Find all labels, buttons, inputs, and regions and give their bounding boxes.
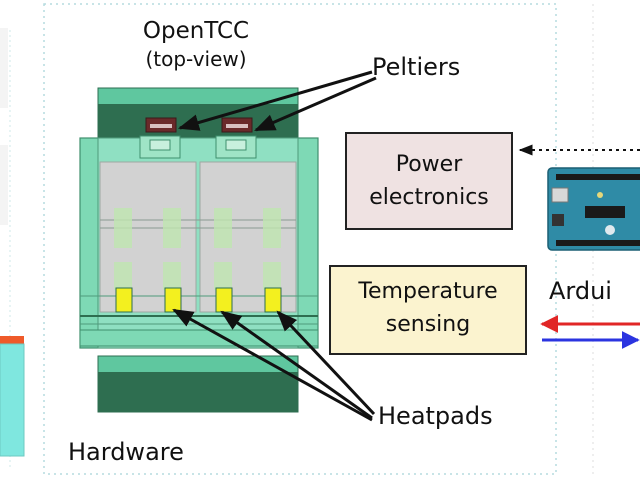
peltiers-label: Peltiers <box>372 53 460 81</box>
device-top-view <box>79 87 319 413</box>
device-title: OpenTCC <box>143 18 249 44</box>
temp-box-line2: sensing <box>386 312 470 337</box>
heatpads-label: Heatpads <box>378 402 493 430</box>
peltier-arrow <box>254 76 377 132</box>
device-subtitle: (top-view) <box>145 47 246 71</box>
arduino-label: Ardui <box>549 277 612 305</box>
peltier-module-icon <box>139 117 181 159</box>
peltier-arrow <box>177 70 373 131</box>
left-panel-fragment <box>0 28 25 470</box>
power-box-line1: Power <box>396 152 463 177</box>
power-electronics-box <box>345 132 513 230</box>
left-color-bar-top <box>0 336 24 344</box>
hardware-caption: Hardware <box>68 438 184 466</box>
temp-box-line1: Temperature <box>357 279 497 304</box>
arduino-board-icon <box>547 167 640 251</box>
left-color-strip <box>0 343 25 457</box>
temperature-sensing-box <box>329 265 527 355</box>
heatpad-arrow <box>220 310 373 420</box>
heatpad-arrow <box>172 308 373 422</box>
hardware-panel-border <box>43 3 557 475</box>
heatpad-arrow <box>276 310 376 416</box>
power-box-line2: electronics <box>369 185 489 210</box>
peltier-module-icon <box>215 117 257 159</box>
heatpad-icon <box>115 287 282 313</box>
